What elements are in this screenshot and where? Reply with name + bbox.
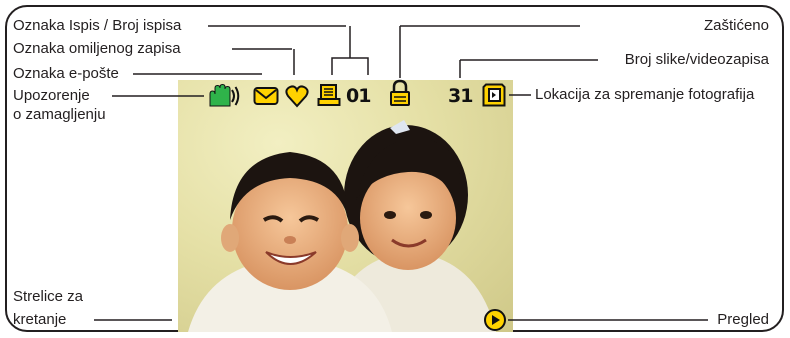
blur-warning-label-line2: o zamagljenju [13, 106, 106, 123]
print-count: 01 [346, 85, 371, 107]
camera-lcd-photo [178, 80, 513, 332]
image-number-label: Broj slike/videozapisa [624, 51, 769, 68]
arrows-label-line1: Strelice za [13, 288, 84, 305]
blur-warning-label-line1: Upozorenje [13, 87, 90, 104]
lock-icon [390, 79, 410, 106]
email-tag-label: Oznaka e-pošte [13, 65, 119, 82]
memory-card-icon [482, 83, 506, 107]
protected-label: Zaštićeno [703, 17, 769, 34]
children-photo [188, 120, 496, 332]
printer-icon [317, 84, 341, 106]
favorite-tag-label: Oznaka omiljenog zapisa [13, 40, 181, 57]
review-label: Pregled [717, 311, 769, 328]
envelope-icon [253, 87, 279, 105]
print-tag-label: Oznaka Ispis / Broj ispisa [13, 17, 182, 34]
storage-location-label: Lokacija za spremanje fotografija [535, 86, 755, 103]
play-icon [484, 309, 506, 331]
hand-shake-icon [209, 84, 240, 107]
image-number: 31 [448, 85, 473, 107]
heart-icon [285, 85, 309, 108]
arrows-label-line2: kretanje [13, 311, 67, 328]
